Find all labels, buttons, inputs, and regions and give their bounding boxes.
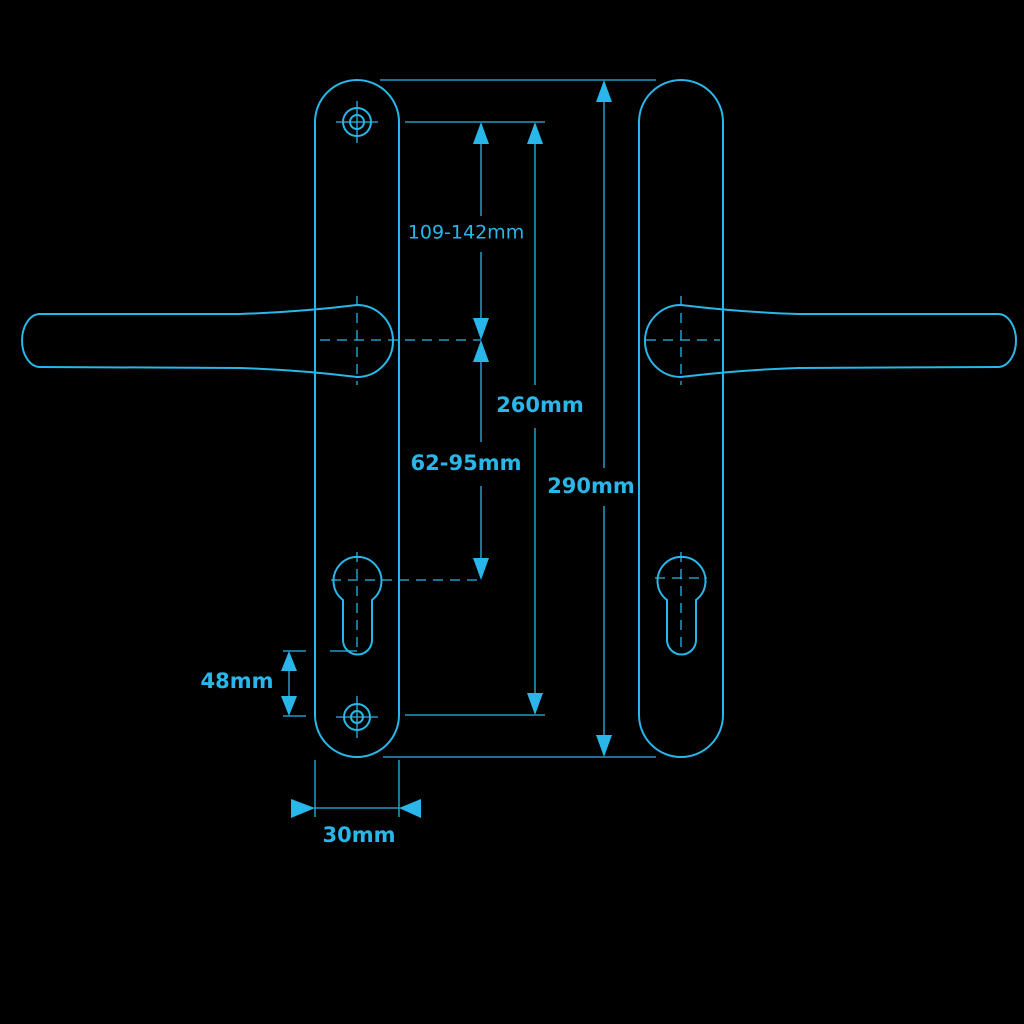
cylinder-keyhole-icon xyxy=(332,552,383,656)
screw-to-spindle-label: 109-142mm xyxy=(408,222,524,244)
spindle-to-cylinder-dimension: 62-95mm xyxy=(411,340,522,580)
bottom-screw-hole-icon xyxy=(336,696,378,738)
plate-width-label: 30mm xyxy=(323,823,396,847)
spindle-to-cylinder-label: 62-95mm xyxy=(411,451,522,475)
cylinder-to-screw-label: 48mm xyxy=(201,669,274,693)
screw-centres-dimension: 260mm xyxy=(496,122,584,715)
plate-width-dimension: 30mm xyxy=(291,760,421,847)
cylinder-to-screw-dimension: 48mm xyxy=(201,650,357,717)
overall-height-label: 290mm xyxy=(547,474,635,498)
screw-centres-label: 260mm xyxy=(496,393,584,417)
left-backplate xyxy=(314,79,400,758)
top-screw-hole-icon xyxy=(336,101,378,143)
overall-height-dimension: 290mm xyxy=(547,80,635,757)
right-cylinder-keyhole-icon xyxy=(655,552,707,656)
extension-lines xyxy=(380,79,656,758)
right-lever-handle xyxy=(644,296,1017,385)
screw-to-spindle-dimension: 109-142mm xyxy=(408,122,524,340)
right-backplate xyxy=(638,79,724,758)
left-lever-handle xyxy=(21,296,394,385)
